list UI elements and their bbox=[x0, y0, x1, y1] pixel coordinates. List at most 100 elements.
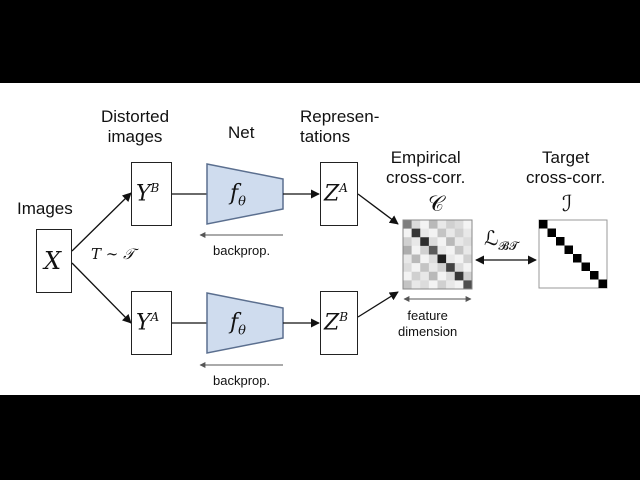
heatmap-cell bbox=[437, 245, 447, 255]
heatmap-cell bbox=[411, 245, 421, 255]
encoder-bottom bbox=[206, 292, 284, 354]
heatmap-cell bbox=[403, 245, 412, 255]
heatmap-cell bbox=[454, 254, 464, 264]
math-za: ZA bbox=[324, 181, 348, 206]
heatmap-cell bbox=[411, 228, 421, 238]
heatmap-cell bbox=[446, 237, 456, 247]
heatmap-cell bbox=[463, 254, 473, 264]
math-zb: ZB bbox=[324, 310, 348, 335]
heatmap-cell bbox=[437, 228, 447, 238]
math-f-top-base: f bbox=[230, 181, 239, 206]
heatmap-cell bbox=[411, 280, 421, 290]
arrow-x-to-ya bbox=[71, 262, 132, 324]
label-feature-line1: feature bbox=[407, 308, 448, 323]
math-loss-base: ℒ bbox=[484, 226, 499, 250]
label-repr-line2: tations bbox=[300, 127, 351, 146]
math-yb: YB bbox=[136, 181, 159, 206]
heatmap-cell bbox=[446, 254, 456, 264]
heatmap-cell bbox=[454, 280, 464, 290]
math-f-theta-top: fθ bbox=[230, 181, 246, 209]
math-loss: ℒ𝓑𝓣 bbox=[484, 226, 518, 254]
heatmap-cell bbox=[428, 271, 438, 281]
heatmap-cell bbox=[420, 263, 430, 273]
math-ya-sup: A bbox=[150, 310, 160, 324]
identity-diagonal-cell bbox=[547, 228, 556, 237]
heatmap-cell bbox=[420, 220, 430, 229]
math-yb-base: Y bbox=[136, 181, 151, 207]
heatmap-cell bbox=[428, 263, 438, 273]
identity-diagonal-cell bbox=[573, 254, 582, 263]
diagram-canvas bbox=[71, 163, 608, 368]
heatmap-cell bbox=[437, 254, 447, 264]
heatmap-cell bbox=[454, 263, 464, 273]
math-i-matrix: ℐ bbox=[562, 192, 573, 217]
heatmap-cell bbox=[446, 271, 456, 281]
math-zb-sup: B bbox=[339, 310, 349, 324]
heatmap-cell bbox=[411, 254, 421, 264]
identity-diagonal-cell bbox=[556, 237, 565, 246]
math-transform: T ∼ 𝒯 bbox=[91, 245, 135, 263]
label-empirical-line1: Empirical bbox=[390, 148, 461, 167]
heatmap-cell bbox=[437, 280, 447, 290]
box-zb bbox=[320, 291, 358, 355]
identity-diagonal-cell bbox=[590, 271, 599, 280]
heatmap-cell bbox=[420, 254, 430, 264]
heatmap-cell bbox=[411, 271, 421, 281]
heatmap-cell bbox=[437, 237, 447, 247]
heatmap-cell bbox=[463, 237, 473, 247]
heatmap-cell bbox=[411, 237, 421, 247]
heatmap-cell bbox=[454, 245, 464, 255]
label-feature-dimension: feature dimension bbox=[398, 308, 457, 340]
heatmap-cell bbox=[463, 263, 473, 273]
heatmap-cell bbox=[428, 237, 438, 247]
label-distorted-line2: images bbox=[107, 127, 163, 146]
label-repr-line1: Represen- bbox=[300, 107, 380, 126]
math-loss-sub: 𝓑𝓣 bbox=[498, 239, 519, 253]
math-ya-base: Y bbox=[136, 310, 151, 336]
heatmap-cell bbox=[403, 228, 412, 238]
math-f-bottom-sub: θ bbox=[238, 323, 246, 339]
math-c-matrix: 𝒞 bbox=[428, 192, 445, 217]
label-backprop-top: backprop. bbox=[213, 243, 271, 258]
heatmap-cell bbox=[428, 228, 438, 238]
label-target-line2: cross-corr. bbox=[526, 168, 606, 187]
heatmap-cell bbox=[446, 280, 456, 290]
encoder-top bbox=[206, 163, 284, 225]
identity-diagonal-cell bbox=[539, 220, 548, 229]
heatmap-cell bbox=[463, 220, 473, 229]
heatmap-cell bbox=[428, 254, 438, 264]
identity-diagonal-cell bbox=[581, 262, 590, 271]
heatmap-cell bbox=[463, 271, 473, 281]
heatmap-cell bbox=[454, 220, 464, 229]
target-identity-matrix bbox=[539, 220, 607, 288]
heatmap-cell bbox=[446, 263, 456, 273]
heatmap-cell bbox=[403, 263, 412, 273]
heatmap-cell bbox=[437, 271, 447, 281]
math-za-sup: A bbox=[339, 181, 348, 195]
heatmap-cell bbox=[420, 237, 430, 247]
arrow-zb-to-matrix bbox=[357, 291, 399, 318]
heatmap-cell bbox=[403, 220, 412, 229]
heatmap-cell bbox=[446, 245, 456, 255]
heatmap-cell bbox=[437, 220, 447, 229]
box-yb bbox=[131, 162, 172, 226]
heatmap-cell bbox=[411, 263, 421, 273]
label-target-line1: Target bbox=[542, 148, 590, 167]
math-za-base: Z bbox=[324, 181, 340, 207]
label-distorted-line1: Distorted bbox=[101, 107, 170, 126]
label-representations: Represen- tations bbox=[300, 107, 379, 147]
math-f-top-sub: θ bbox=[238, 194, 246, 210]
label-distorted-images: Distorted images bbox=[101, 107, 169, 147]
heatmap-cell bbox=[437, 263, 447, 273]
empirical-cross-corr-matrix bbox=[403, 220, 473, 290]
math-f-theta-bottom: fθ bbox=[230, 310, 246, 338]
heatmap-cell bbox=[420, 245, 430, 255]
empirical-matrix-border bbox=[402, 219, 473, 290]
math-zb-base: Z bbox=[324, 310, 340, 336]
heatmap-cell bbox=[420, 280, 430, 290]
math-yb-sup: B bbox=[150, 181, 160, 195]
box-ya bbox=[131, 291, 172, 355]
math-ya: YA bbox=[136, 310, 159, 335]
label-images: Images bbox=[17, 199, 73, 218]
label-net: Net bbox=[228, 123, 255, 142]
